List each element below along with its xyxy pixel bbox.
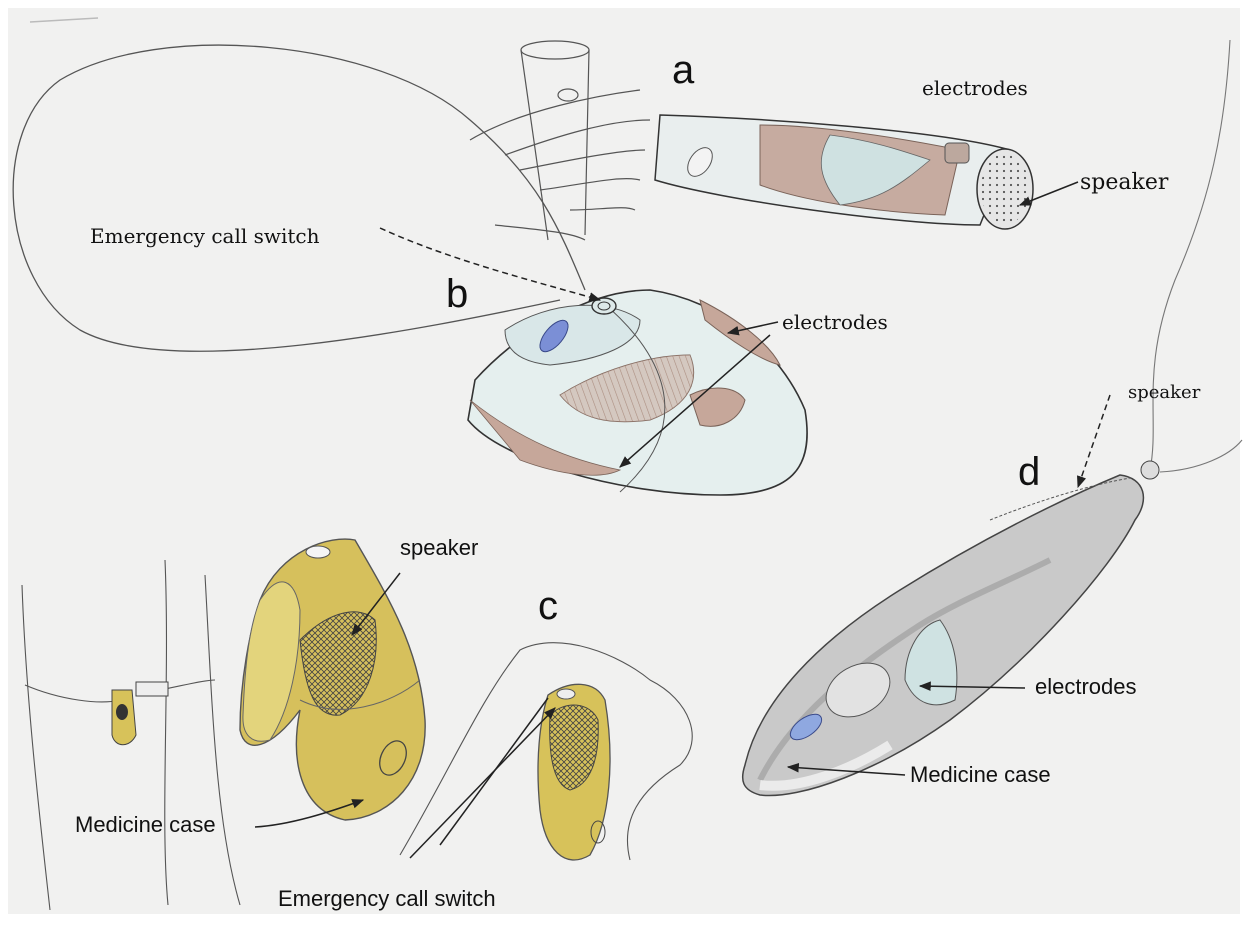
label-a-electrodes: electrodes <box>922 78 1028 98</box>
label-d-electrodes: electrodes <box>1035 676 1137 698</box>
panel-letter-d: d <box>1018 452 1040 492</box>
label-c-emergency-switch: Emergency call switch <box>278 888 496 910</box>
label-b-emergency-switch: Emergency call switch <box>90 226 320 246</box>
label-c-speaker: speaker <box>400 537 478 559</box>
label-b-electrodes: electrodes <box>782 312 888 332</box>
panel-letter-a: a <box>672 50 694 90</box>
panel-letter-c: c <box>538 586 558 626</box>
label-c-medicine-case: Medicine case <box>75 814 216 836</box>
label-a-speaker: speaker <box>1080 172 1168 194</box>
panel-letter-b: b <box>446 274 468 314</box>
label-d-medicine-case: Medicine case <box>910 764 1051 786</box>
label-d-speaker: speaker <box>1128 384 1200 402</box>
device-c-small <box>538 684 610 860</box>
